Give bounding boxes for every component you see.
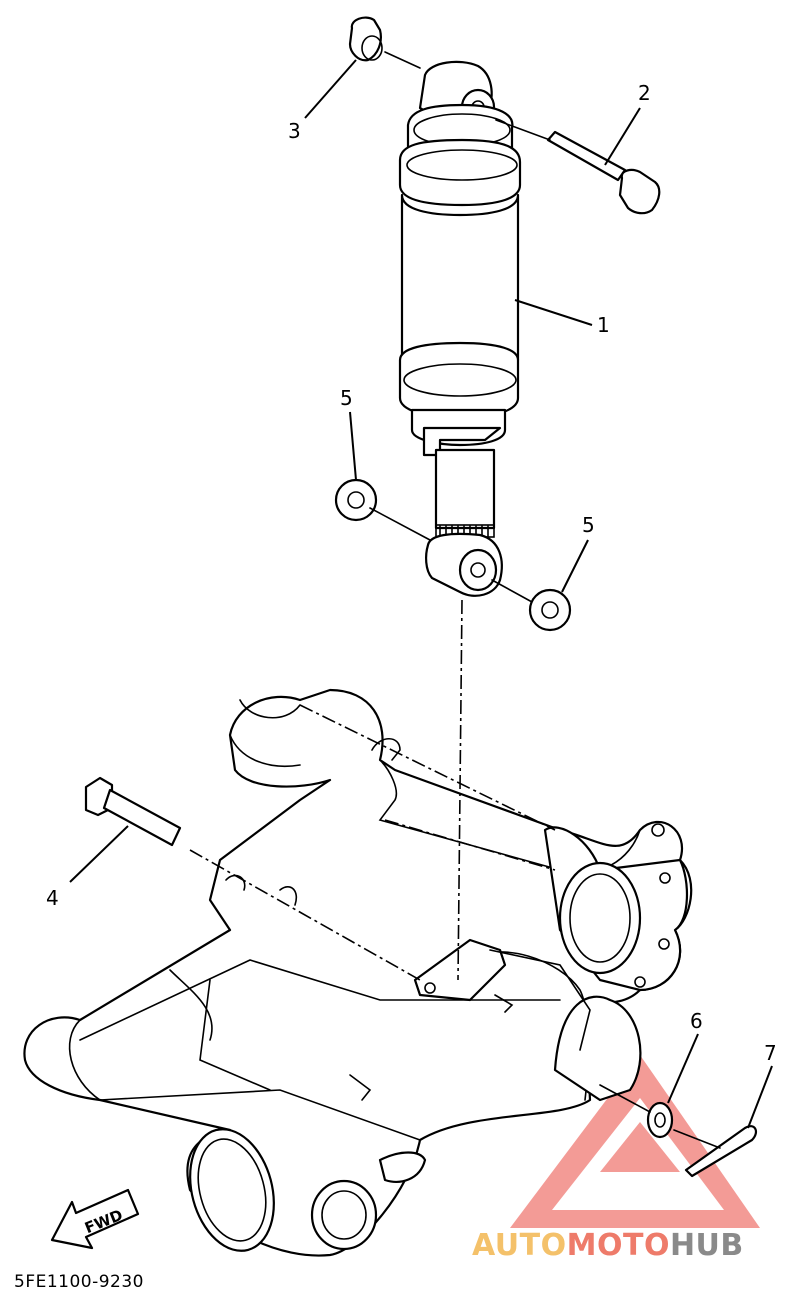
cotter-pin <box>673 1125 758 1178</box>
rear-shock-absorber <box>398 60 522 981</box>
leader-6 <box>667 1033 699 1104</box>
leader-7 <box>747 1065 773 1129</box>
watermark-logo-icon <box>510 1055 760 1228</box>
leader-5b <box>561 539 589 593</box>
leader-3 <box>304 59 357 119</box>
bolt-upper <box>495 119 661 215</box>
swingarm <box>23 688 693 1257</box>
callout-3: 3 <box>288 119 301 143</box>
bolt-pivot <box>84 776 421 981</box>
watermark-part-hub: HUB <box>669 1228 744 1263</box>
nut-upper <box>348 16 421 69</box>
washer-left <box>334 478 431 541</box>
callout-5-right: 5 <box>582 513 595 537</box>
leader-5a <box>349 411 357 481</box>
callout-7: 7 <box>764 1041 777 1065</box>
leader-2 <box>604 107 641 166</box>
washer-small <box>599 1084 674 1139</box>
callout-6: 6 <box>690 1009 703 1033</box>
callout-1: 1 <box>597 313 610 337</box>
callout-2: 2 <box>638 81 651 105</box>
watermark-part-moto: MOTO <box>566 1228 670 1263</box>
leader-1 <box>514 299 593 326</box>
drawing-code: 5FE1100-9230 <box>14 1272 144 1292</box>
watermark-brand: AUTOMOTOHUB <box>472 1228 744 1263</box>
callout-5-left: 5 <box>340 386 353 410</box>
watermark-part-auto: AUTO <box>472 1228 567 1263</box>
leader-4 <box>69 825 129 883</box>
callout-4: 4 <box>46 886 59 910</box>
washer-right <box>491 579 572 632</box>
forward-arrow-icon: FWD <box>50 1188 140 1250</box>
